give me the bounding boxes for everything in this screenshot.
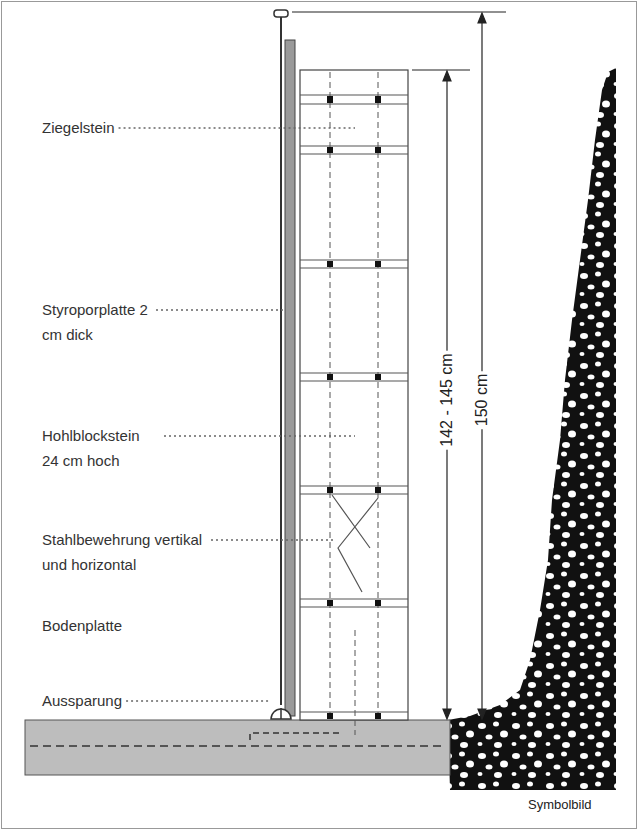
mortar-joints: [300, 95, 408, 712]
dimension-lines: [292, 12, 506, 719]
recess: [271, 709, 291, 719]
floor-slab: [25, 720, 450, 775]
part-label: Aussparung: [42, 688, 122, 713]
leader-lines: [119, 128, 355, 701]
measuring-rod: [280, 16, 282, 705]
styrofoam-board: [285, 40, 295, 716]
leader-line: [126, 700, 270, 702]
rebar-dots: [327, 96, 381, 719]
part-label: Bodenplatte: [42, 613, 122, 638]
part-label: Styroporplatte 2 cm dick: [42, 297, 152, 347]
block-wall: [300, 70, 408, 720]
dimension-label: 142 - 145 cm: [438, 350, 456, 449]
gravel-backfill: [448, 68, 616, 790]
leader-line: [211, 539, 336, 541]
cross-rebar: [332, 495, 378, 592]
starter-bar: [250, 733, 340, 740]
part-label: Ziegelstein: [42, 115, 115, 140]
vertical-rebar: [330, 72, 331, 718]
leader-line: [164, 435, 355, 437]
starter-bar: [355, 630, 356, 735]
slab-rebar: [30, 745, 445, 747]
vertical-rebar: [378, 72, 379, 718]
leader-line: [156, 309, 283, 311]
rod-head: [274, 10, 288, 17]
part-label: Hohlblockstein 24 cm hoch: [42, 423, 160, 473]
leader-line: [119, 127, 355, 129]
caption-note: Symbolbild: [528, 792, 592, 817]
part-label: Stahlbewehrung vertikal und horizontal: [42, 527, 207, 577]
dimension-label: 150 cm: [473, 371, 491, 429]
